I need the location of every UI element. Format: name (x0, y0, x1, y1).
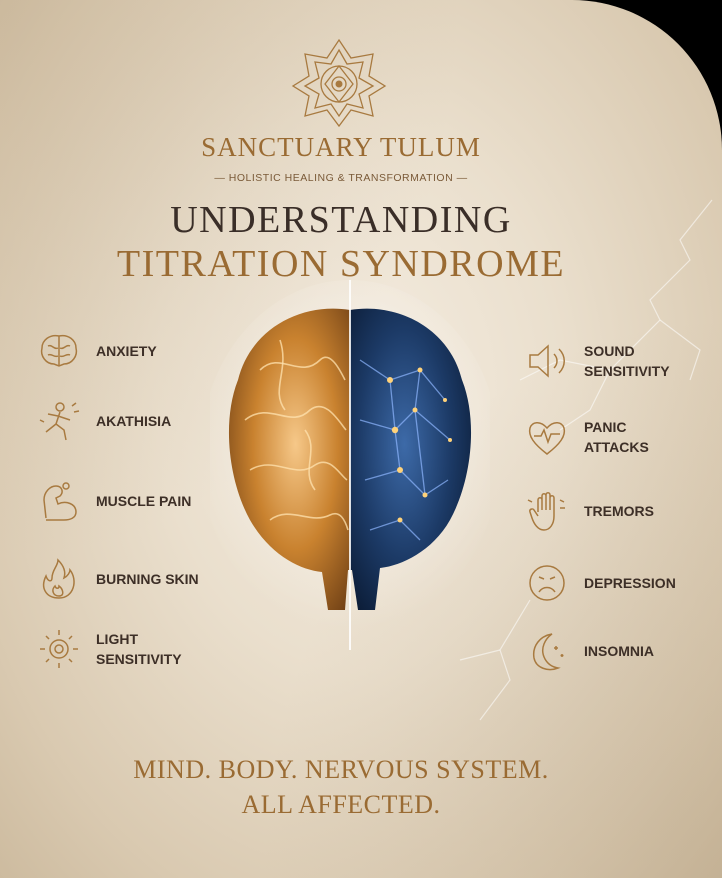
symptom-panic-attacks: PANIC ATTACKS (524, 414, 694, 460)
symptom-akathisia: AKATHISIA (36, 398, 206, 444)
symptom-label: TREMORS (584, 503, 654, 519)
symptom-label: INSOMNIA (584, 643, 654, 659)
brand-name: SANCTUARY TULUM (201, 132, 481, 162)
symptom-tremors: TREMORS (524, 488, 694, 534)
speaker-icon (529, 344, 565, 378)
sun-eye-icon (40, 630, 78, 668)
heart-pulse-icon (528, 422, 566, 455)
symptom-insomnia: INSOMNIA (524, 628, 694, 674)
brain-illustration (210, 280, 490, 650)
title-line-2: TITRATION SYNDROME (116, 243, 566, 285)
mandala-logo-icon (291, 38, 387, 128)
symptom-burning-skin: BURNING SKIN (36, 556, 206, 602)
symptom-label: ANXIETY (96, 343, 157, 359)
flexed-arm-icon (43, 482, 77, 521)
symptom-label: BURNING SKIN (96, 571, 199, 587)
symptom-anxiety: ANXIETY (36, 328, 206, 374)
symptom-sound-sensitivity: SOUND SENSITIVITY (524, 338, 694, 384)
restless-figure-icon (39, 402, 80, 441)
symptom-label: DEPRESSION (584, 575, 676, 591)
symptom-label: LIGHT SENSITIVITY (96, 631, 182, 667)
shaking-hand-icon (527, 492, 565, 531)
sad-face-icon (529, 565, 565, 601)
brain-icon (40, 334, 78, 367)
symptom-label: PANIC ATTACKS (584, 419, 649, 455)
tagline: — HOLISTIC HEALING & TRANSFORMATION — (214, 172, 468, 184)
symptom-light-sensitivity: LIGHT SENSITIVITY (36, 626, 206, 672)
footer-line-1: MIND. BODY. NERVOUS SYSTEM. (133, 755, 549, 784)
lightning-decoration (459, 199, 713, 721)
moon-icon (532, 633, 564, 671)
symptom-depression: DEPRESSION (524, 560, 694, 606)
flame-icon (42, 558, 75, 599)
symptom-label: MUSCLE PAIN (96, 493, 192, 509)
symptom-muscle-pain: MUSCLE PAIN (36, 478, 206, 524)
footer-line-2: ALL AFFECTED. (241, 790, 441, 819)
symptom-label: SOUND SENSITIVITY (584, 343, 670, 379)
symptom-label: AKATHISIA (96, 413, 172, 429)
title-line-1: UNDERSTANDING (170, 199, 512, 241)
